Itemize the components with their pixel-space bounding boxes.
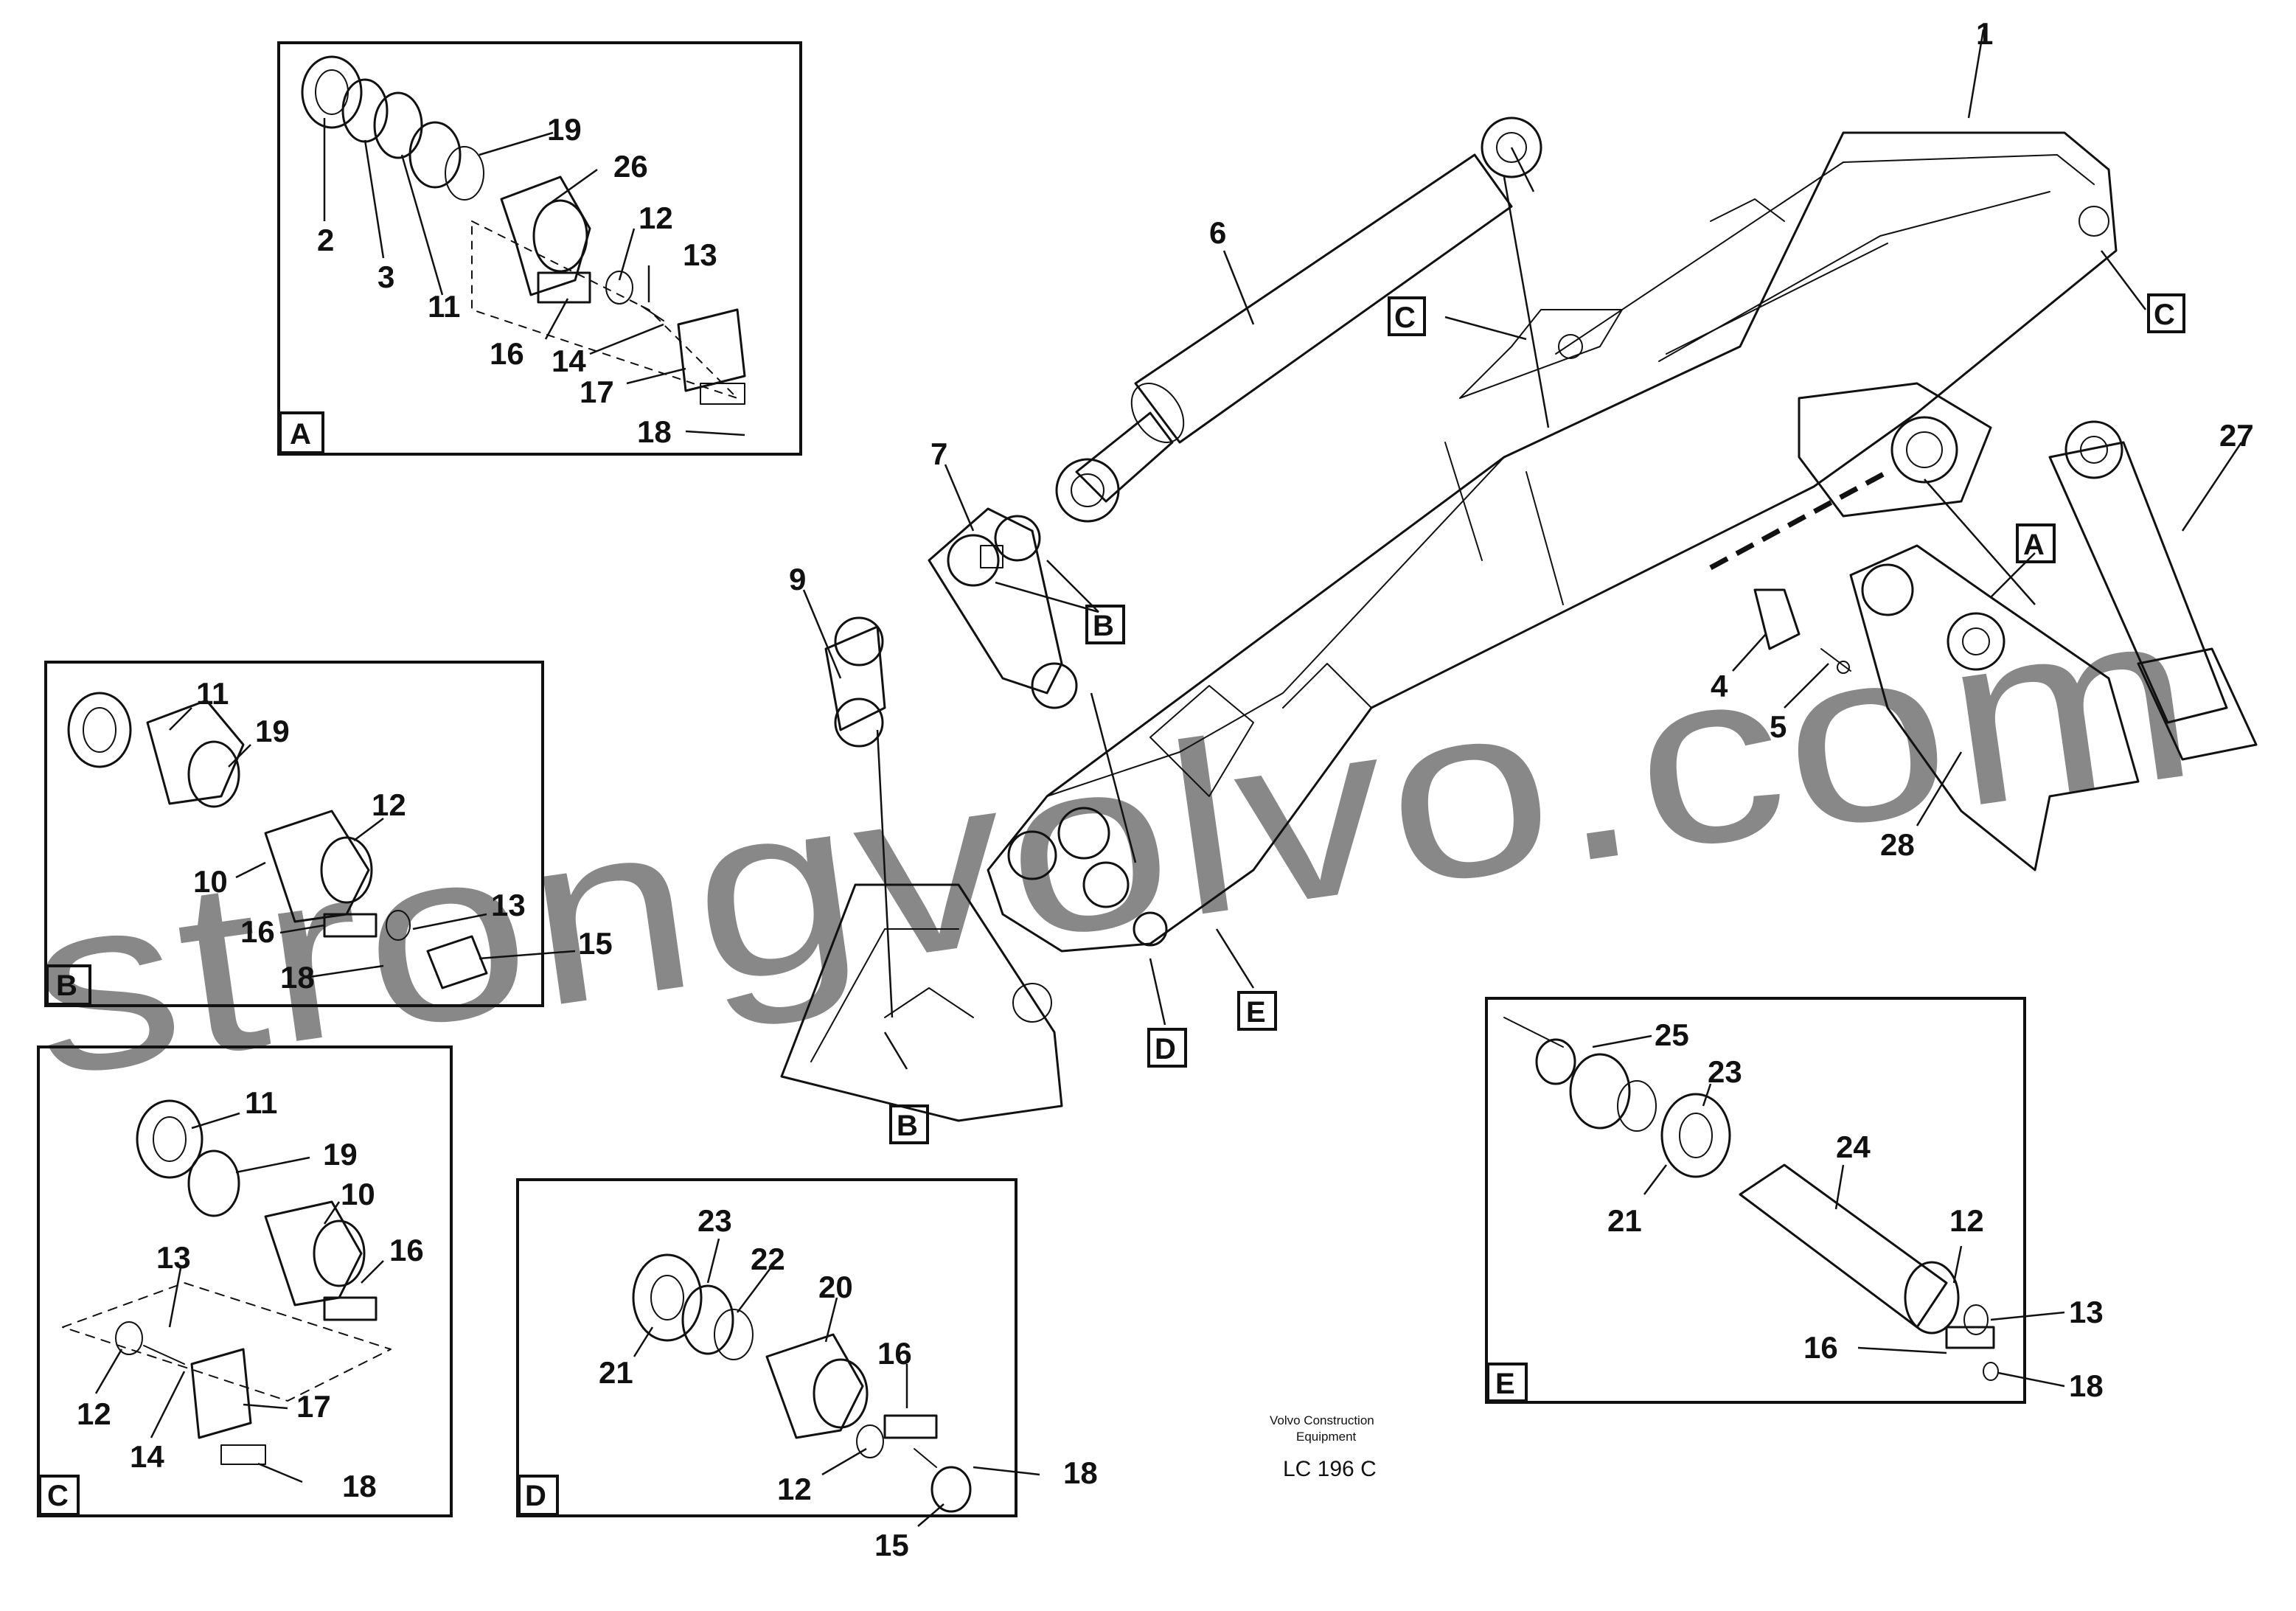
callout-main-5: 5 — [1770, 709, 1787, 744]
bucket-cylinder — [2048, 420, 2258, 761]
callout-c-12: 12 — [77, 1396, 111, 1431]
plate-part — [1753, 588, 1851, 674]
view-marker-c-right: C — [2154, 299, 2175, 331]
callout-a-19: 19 — [547, 112, 582, 147]
callout-b-10: 10 — [193, 864, 228, 899]
callout-a-14: 14 — [552, 344, 586, 378]
callout-c-19: 19 — [323, 1137, 358, 1172]
callout-b-13: 13 — [491, 888, 526, 922]
main-assembly — [780, 116, 2258, 1122]
view-marker-a: A — [2023, 529, 2045, 561]
detail-b-label: B — [56, 970, 77, 1002]
callout-a-17: 17 — [580, 375, 614, 409]
drawing-code: LC 196 C — [1283, 1457, 1377, 1481]
callout-e-12: 12 — [1949, 1203, 1984, 1238]
link-part — [928, 507, 1078, 709]
callout-a-26: 26 — [613, 149, 648, 184]
callout-main-28: 28 — [1880, 827, 1915, 862]
callout-c-10: 10 — [341, 1177, 375, 1211]
callout-b-15: 15 — [578, 926, 613, 961]
callout-main-4: 4 — [1711, 669, 1728, 703]
callout-b-12: 12 — [372, 787, 406, 822]
rod-link-part — [824, 616, 886, 748]
company-name-line2: Equipment — [1296, 1430, 1357, 1444]
callout-e-16: 16 — [1803, 1330, 1838, 1365]
boom-part — [987, 131, 2118, 953]
callout-e-18: 18 — [2069, 1368, 2104, 1403]
view-marker-e: E — [1246, 996, 1266, 1029]
callout-c-11: 11 — [245, 1085, 277, 1120]
leader-line-cyl — [1503, 176, 1550, 428]
view-marker-b-upper: B — [1093, 610, 1114, 642]
view-markers: C C B A B D E — [889, 293, 2185, 1144]
callout-d-16: 16 — [877, 1336, 912, 1371]
boom-cylinder — [1055, 116, 1542, 523]
callout-d-21: 21 — [599, 1355, 633, 1390]
leader-line-link — [876, 729, 894, 1018]
callout-a-12: 12 — [639, 201, 673, 235]
leader-line-pin — [1924, 479, 2036, 605]
company-name-line1: Volvo Construction — [1270, 1413, 1374, 1427]
callout-e-24: 24 — [1836, 1130, 1871, 1164]
callout-d-18: 18 — [1063, 1455, 1098, 1490]
callout-main-27: 27 — [2219, 418, 2254, 453]
callout-d-23: 23 — [698, 1203, 732, 1238]
drawing-footer: Volvo Construction Equipment LC 196 C — [1270, 1413, 1377, 1481]
detail-c-parts — [62, 1099, 392, 1465]
callout-e-13: 13 — [2069, 1295, 2104, 1329]
callout-c-17: 17 — [296, 1389, 331, 1424]
callout-a-18: 18 — [637, 414, 672, 449]
callout-d-12: 12 — [777, 1472, 812, 1506]
callout-a-2: 2 — [317, 223, 334, 257]
view-marker-c-left: C — [1394, 302, 1416, 334]
callout-a-13: 13 — [683, 237, 717, 272]
callout-c-16: 16 — [389, 1233, 424, 1267]
callout-c-13: 13 — [156, 1240, 191, 1275]
detail-b-parts — [67, 692, 488, 989]
callout-a-16: 16 — [490, 336, 524, 371]
view-marker-b-lower: B — [897, 1110, 918, 1142]
detail-a-parts — [301, 55, 746, 405]
callout-e-21: 21 — [1607, 1203, 1642, 1238]
arm-part — [780, 883, 1063, 1122]
dashed-connector — [1709, 469, 1889, 571]
detail-view-c: C 11 19 10 16 13 12 14 17 18 — [37, 1045, 453, 1517]
mount-bracket — [1849, 544, 2140, 871]
detail-view-e: E 25 23 24 21 12 13 16 18 — [1485, 997, 2104, 1404]
callout-b-18: 18 — [280, 960, 315, 995]
callout-b-19: 19 — [255, 714, 290, 748]
detail-c-label: C — [47, 1480, 69, 1512]
detail-e-parts — [1503, 1017, 1999, 1381]
callout-d-22: 22 — [751, 1242, 785, 1276]
callout-e-23: 23 — [1708, 1054, 1742, 1089]
main-leaders — [802, 29, 2243, 1070]
callout-e-25: 25 — [1655, 1017, 1689, 1052]
leader-line-eye — [1510, 147, 1535, 192]
boom-foot-bracket — [1798, 382, 1992, 518]
leader-line-rod — [1090, 692, 1137, 863]
callout-d-15: 15 — [874, 1528, 909, 1562]
detail-view-a: A 19 26 2 3 11 — [277, 41, 802, 456]
callout-main-1: 1 — [1976, 16, 1993, 51]
callout-main-9: 9 — [789, 562, 806, 596]
detail-view-b: B 11 19 12 10 16 18 13 15 — [44, 661, 613, 1007]
detail-e-label: E — [1495, 1368, 1515, 1400]
detail-d-parts — [632, 1253, 972, 1513]
callout-a-11: 11 — [428, 289, 460, 324]
view-marker-d: D — [1155, 1033, 1176, 1065]
detail-view-d: D 23 22 20 16 21 12 18 15 — [516, 1178, 1098, 1562]
callout-c-14: 14 — [130, 1439, 164, 1474]
callout-a-3: 3 — [378, 260, 394, 294]
callout-b-16: 16 — [240, 914, 275, 949]
detail-d-label: D — [525, 1480, 546, 1512]
detail-a-label: A — [290, 418, 311, 450]
main-callouts: 1 6 7 9 4 5 27 28 — [789, 16, 2254, 862]
callout-main-7: 7 — [930, 436, 947, 471]
callout-b-11: 11 — [196, 676, 229, 711]
callout-d-20: 20 — [818, 1270, 853, 1304]
callout-c-18: 18 — [342, 1469, 377, 1503]
callout-main-6: 6 — [1209, 215, 1226, 250]
